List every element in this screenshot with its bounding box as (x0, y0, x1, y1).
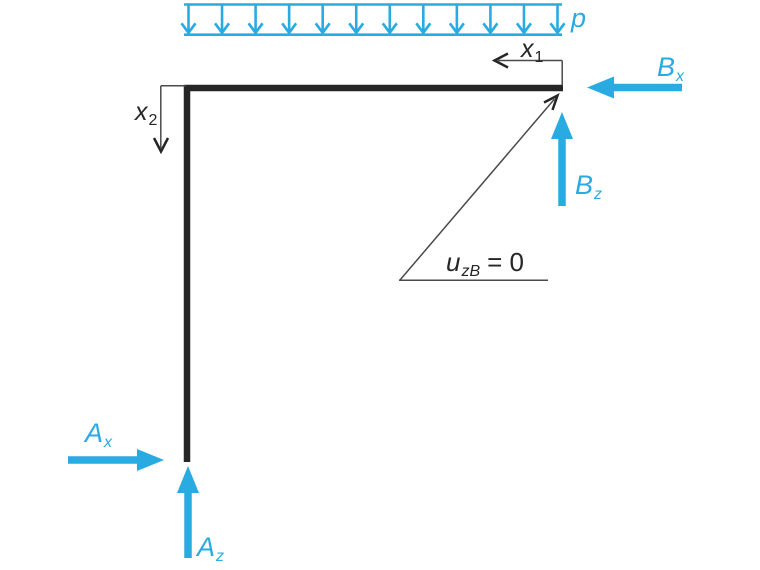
load-arrowhead-icon (281, 22, 298, 35)
load-label: p (571, 5, 586, 32)
force-arrow-az (177, 466, 199, 558)
load-arrowhead-icon (482, 22, 499, 35)
frame-beam-column (183, 84, 563, 462)
load-arrowhead-icon (180, 22, 197, 35)
x2-label-sub: 2 (148, 112, 158, 130)
load-arrowhead-icon (448, 22, 465, 35)
load-label-text: p (571, 3, 587, 33)
deflection-annotation-rest: = 0 (487, 247, 525, 277)
load-arrowhead-icon (314, 22, 331, 35)
x1-axis (491, 52, 563, 86)
deflection-annotation-sub: zB (461, 263, 481, 281)
force-arrow-ax (68, 449, 164, 471)
x1-label-sub: 1 (534, 49, 544, 67)
load-arrowhead-icon (348, 22, 365, 35)
ax-label: Ax (85, 418, 112, 451)
az-label-base: A (197, 532, 216, 562)
az-label-sub: z (216, 548, 225, 566)
load-arrowhead-icon (415, 22, 432, 35)
bx-arrowhead-icon (587, 76, 614, 99)
bz-label-sub: z (594, 186, 603, 204)
deflection-pointer (399, 92, 560, 282)
load-arrowhead-icon (213, 22, 231, 35)
force-arrow-bz (551, 112, 573, 206)
deflection-annotation-base: u (446, 247, 461, 277)
ax-label-sub: x (104, 434, 113, 452)
az-label: Az (197, 532, 224, 565)
load-arrows (180, 5, 566, 35)
bz-arrowhead-icon (551, 112, 573, 139)
az-arrowhead-icon (177, 466, 199, 493)
load-arrowhead-icon (381, 22, 398, 35)
load-arrowhead-icon (247, 22, 264, 35)
x2-axis (152, 85, 186, 155)
deflection-annotation: uzB = 0 (446, 247, 525, 280)
ax-arrowhead-icon (137, 449, 164, 471)
force-arrow-bx (587, 76, 682, 99)
x2-arrowhead-icon (152, 137, 170, 155)
load-arrowhead-icon (515, 22, 533, 35)
x2-label-base: x (135, 98, 148, 126)
bz-label-base: B (575, 170, 594, 200)
distributed-load (180, 3, 566, 37)
x1-arrowhead-icon (491, 52, 509, 69)
bz-label: Bz (575, 170, 602, 203)
bx-label-sub: x (676, 68, 685, 86)
x1-label: x1 (521, 35, 543, 66)
load-arrowhead-icon (549, 22, 566, 35)
bx-label-base: B (657, 52, 676, 82)
pointer-line (399, 98, 556, 281)
ax-label-base: A (85, 418, 104, 448)
x1-label-base: x (521, 35, 534, 63)
pointer-arrowhead-icon (543, 92, 560, 111)
x2-label: x2 (135, 98, 157, 129)
bx-label: Bx (657, 52, 684, 85)
